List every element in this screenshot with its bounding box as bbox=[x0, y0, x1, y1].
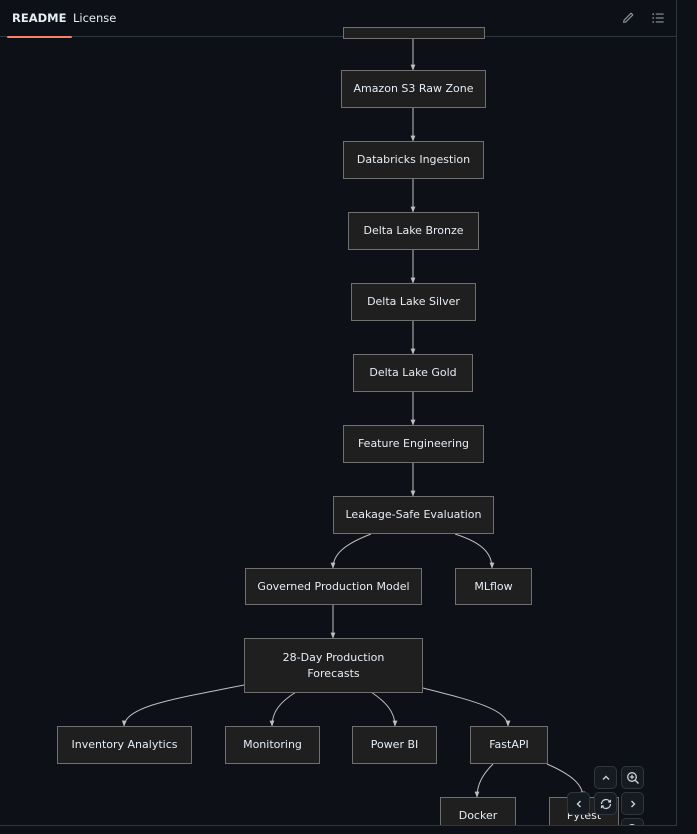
edge bbox=[454, 533, 495, 569]
tab-license[interactable]: License bbox=[73, 11, 117, 25]
reset-view-button[interactable] bbox=[594, 792, 617, 815]
horizontal-scrollbar[interactable] bbox=[0, 826, 697, 834]
node-governed-production-model[interactable]: Governed Production Model bbox=[245, 568, 422, 605]
zoom-out-icon bbox=[628, 823, 635, 825]
tab-bar: README License bbox=[0, 0, 676, 38]
node-leakage-safe-evaluation[interactable]: Leakage-Safe Evaluation bbox=[333, 496, 494, 534]
edge bbox=[370, 691, 398, 727]
reset-icon bbox=[600, 798, 611, 809]
chevron-left-icon bbox=[576, 800, 581, 807]
node-fastapi[interactable]: FastAPI bbox=[470, 726, 548, 764]
zoom-out-button[interactable] bbox=[621, 818, 644, 825]
pan-up-button[interactable] bbox=[594, 766, 617, 789]
node-power-bi[interactable]: Power BI bbox=[352, 726, 437, 764]
node-delta-gold[interactable]: Delta Lake Gold bbox=[353, 354, 473, 392]
pencil-icon[interactable] bbox=[621, 11, 635, 25]
edge bbox=[121, 684, 245, 727]
node-mlflow[interactable]: MLflow bbox=[455, 568, 532, 605]
node-delta-bronze[interactable]: Delta Lake Bronze bbox=[348, 212, 479, 250]
pan-left-button[interactable] bbox=[567, 792, 590, 815]
chevron-right-icon bbox=[630, 800, 635, 807]
node-docker[interactable]: Docker bbox=[440, 797, 516, 825]
tab-readme[interactable]: README bbox=[6, 0, 73, 38]
node-s3-raw-zone[interactable]: Amazon S3 Raw Zone bbox=[341, 70, 486, 108]
mermaid-diagram[interactable]: Amazon S3 Raw Zone Databricks Ingestion … bbox=[0, 27, 676, 825]
diagram-edges bbox=[121, 37, 586, 798]
readme-panel: README License bbox=[0, 0, 677, 826]
node-databricks-ingestion[interactable]: Databricks Ingestion bbox=[343, 141, 484, 179]
node-delta-silver[interactable]: Delta Lake Silver bbox=[351, 283, 476, 321]
edge bbox=[422, 687, 511, 727]
node-monitoring[interactable]: Monitoring bbox=[225, 726, 320, 764]
list-icon[interactable] bbox=[651, 11, 665, 25]
zoom-in-button[interactable] bbox=[621, 766, 644, 789]
edge bbox=[330, 533, 372, 569]
edge bbox=[474, 763, 494, 798]
chevron-up-icon bbox=[602, 775, 609, 780]
node-28-day-forecasts[interactable]: 28-Day Production Forecasts bbox=[244, 638, 423, 693]
node-top-partial[interactable] bbox=[343, 27, 485, 39]
edge bbox=[269, 691, 297, 727]
node-inventory-analytics[interactable]: Inventory Analytics bbox=[57, 726, 192, 764]
pan-right-button[interactable] bbox=[621, 792, 644, 815]
zoom-in-icon bbox=[626, 771, 639, 784]
node-feature-engineering[interactable]: Feature Engineering bbox=[343, 425, 484, 463]
